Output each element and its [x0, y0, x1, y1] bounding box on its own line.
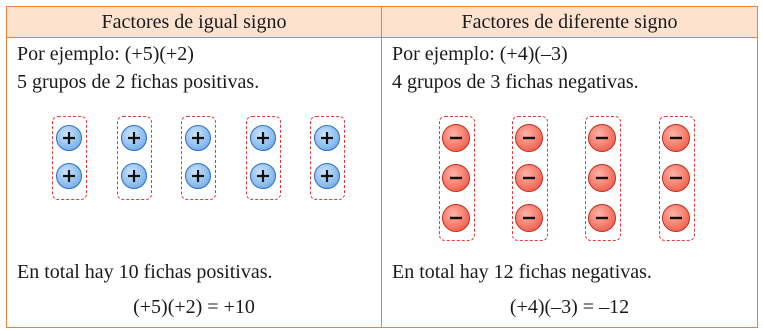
description-text: 4 grupos de 3 fichas negativas. [392, 71, 639, 93]
negative-chip-icon [442, 124, 470, 152]
chip-group [117, 116, 152, 200]
sign-rules-table: Factores de igual signo Factores de dife… [6, 6, 758, 328]
positive-chip-icon [250, 125, 276, 151]
header-different-sign: Factores de diferente signo [382, 7, 757, 38]
negative-chip-icon [515, 204, 543, 232]
chip-group [181, 116, 216, 200]
chip-group [52, 116, 87, 200]
positive-chip-icon [185, 125, 211, 151]
header-same-sign: Factores de igual signo [7, 7, 382, 38]
positive-chip-icon [314, 163, 340, 189]
example-text: Por ejemplo: (+5)(+2) [17, 43, 194, 65]
negative-chip-icon [515, 164, 543, 192]
chip-group [246, 116, 281, 200]
description-text: 5 grupos de 2 fichas positivas. [17, 71, 260, 93]
positive-chip-icon [250, 163, 276, 189]
example-text: Por ejemplo: (+4)(–3) [392, 43, 568, 65]
negative-chip-icon [662, 124, 690, 152]
panel-same-sign: Por ejemplo: (+5)(+2) 5 grupos de 2 fich… [7, 38, 382, 327]
chip-group [512, 116, 548, 241]
panel-different-sign: Por ejemplo: (+4)(–3) 4 grupos de 3 fich… [382, 38, 757, 327]
total-text: En total hay 12 fichas negativas. [392, 261, 652, 283]
equation-text: (+4)(–3) = –12 [509, 296, 630, 318]
chip-group [659, 116, 695, 241]
negative-chip-icon [442, 204, 470, 232]
positive-chip-icon [56, 125, 82, 151]
equation-text: (+5)(+2) = +10 [133, 296, 255, 318]
negative-chip-icon [588, 204, 616, 232]
positive-chip-icon [185, 163, 211, 189]
negative-chip-icon [662, 164, 690, 192]
chip-group [310, 116, 345, 200]
positive-chip-icon [56, 163, 82, 189]
positive-chip-icon [121, 125, 147, 151]
chip-group [439, 116, 475, 241]
negative-chip-icon [442, 164, 470, 192]
negative-chip-icon [662, 204, 690, 232]
negative-chip-icon [588, 124, 616, 152]
negative-chip-icon [515, 124, 543, 152]
negative-chip-icon [588, 164, 616, 192]
chip-group [585, 116, 621, 241]
positive-chip-icon [314, 125, 340, 151]
positive-chip-icon [121, 163, 147, 189]
total-text: En total hay 10 fichas positivas. [17, 261, 273, 283]
